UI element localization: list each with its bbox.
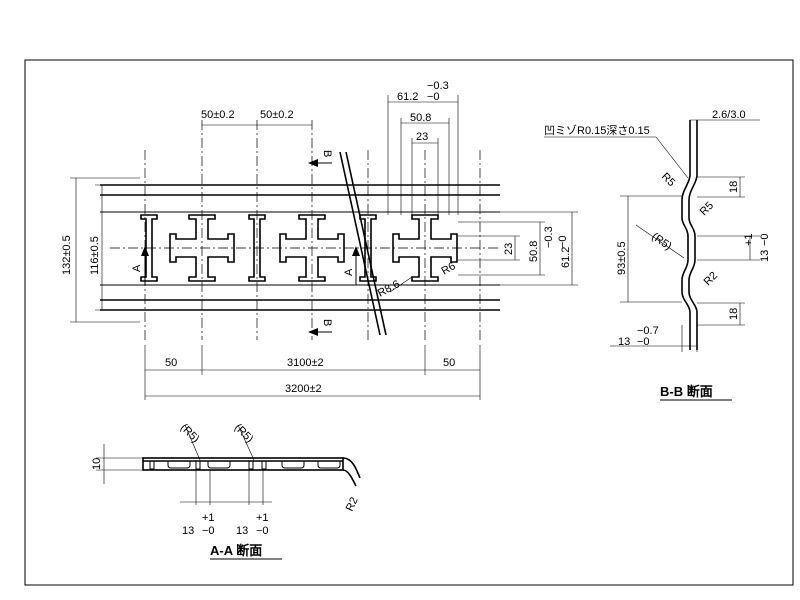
dim-612-top: 61.2 <box>397 91 418 103</box>
bb-dim-93: 93±0.5 <box>616 241 628 275</box>
aa-title: A-A 断面 <box>210 543 262 558</box>
i-slot <box>359 214 377 282</box>
dim-pitch-left: 50±0.2 <box>201 109 235 121</box>
bb-dim-13-right: 13 <box>759 250 771 262</box>
bb-r5-paren: (R5) <box>649 231 673 253</box>
section-aa: 10 (R5) (R5) R2 13 +1 −0 13 +1 −0 A-A 断面 <box>91 422 361 560</box>
section-arrow-b-top: B <box>308 150 333 167</box>
bb-title: B-B 断面 <box>660 384 713 399</box>
dim-612-tol-up: −0.3 <box>427 80 449 92</box>
bb-note: 凹ミゾR0.15深さ0.15 <box>544 124 650 137</box>
cross-slot <box>279 214 345 282</box>
dim-23-right: 23 <box>503 243 515 255</box>
dim-612-right-tol-up: −0.3 <box>543 226 555 248</box>
section-marker-b-bottom: B <box>321 319 333 326</box>
dim-height-132: 132±0.5 <box>61 235 73 275</box>
section-marker-a-right: A <box>343 268 355 276</box>
radius-r86: R8.6 <box>376 278 402 300</box>
section-arrow-a-right: A <box>343 246 360 285</box>
section-arrow-b-bottom: B <box>308 319 333 336</box>
section-marker-b-top: B <box>321 150 333 157</box>
aa-tol-a-up: +1 <box>202 512 215 524</box>
dim-612-right: 61.2 <box>560 247 572 268</box>
bb-r2: R2 <box>702 270 720 288</box>
dim-bottom-50-right: 50 <box>443 357 455 369</box>
aa-tol-a-low: −0 <box>202 525 215 537</box>
aa-r5-b: (R5) <box>232 422 256 446</box>
aa-r5-a: (R5) <box>178 422 202 446</box>
dim-23-top: 23 <box>416 131 428 143</box>
bb-dim-13-bottom: 13 <box>618 336 630 348</box>
drawing-border <box>24 59 794 586</box>
dim-height-116: 116±0.5 <box>89 236 101 275</box>
bb-tol-13-right-up: +1 <box>743 233 755 246</box>
bb-tol-13-bottom-up: −0.7 <box>637 325 659 337</box>
aa-tol-b-low: −0 <box>256 525 269 537</box>
dim-bottom-50-left: 50 <box>165 357 177 369</box>
section-bb: 2.6/3.0 凹ミゾR0.15深さ0.15 R5 R5 (R5) R2 93±… <box>544 109 771 401</box>
aa-r2: R2 <box>344 495 361 513</box>
cross-slot <box>392 214 458 282</box>
bb-dim-18-bot: 18 <box>728 308 740 320</box>
dim-508-right: 50.8 <box>528 241 540 262</box>
bb-tol-13-bottom-low: −0 <box>637 336 650 348</box>
aa-tol-b-up: +1 <box>256 512 269 524</box>
cross-slot <box>169 214 235 282</box>
dim-bottom-3200: 3200±2 <box>285 383 322 395</box>
bb-dim-18-top: 18 <box>728 181 740 193</box>
dim-pitch-right: 50±0.2 <box>260 109 294 121</box>
dim-508-top: 50.8 <box>410 112 431 124</box>
aa-dim-13-a: 13 <box>182 525 194 537</box>
dim-612-tol-low: −0 <box>427 91 440 103</box>
bb-r5-top: R5 <box>659 171 677 189</box>
aa-dim-10: 10 <box>91 458 103 470</box>
dim-612-right-tol-low: −0 <box>557 235 569 248</box>
bb-r5-mid: R5 <box>698 200 716 218</box>
i-slot <box>248 214 266 282</box>
section-arrow-a-left: A <box>131 246 149 285</box>
plan-view: A A B B 50±0.2 50±0.2 61.2 −0.3 −0 <box>61 80 578 400</box>
bb-thickness: 2.6/3.0 <box>712 109 746 121</box>
bb-tol-13-right-low: −0 <box>759 233 771 246</box>
dim-bottom-3100: 3100±2 <box>287 357 324 369</box>
i-slot <box>140 214 158 282</box>
section-marker-a-left: A <box>131 264 143 272</box>
aa-dim-13-b: 13 <box>236 525 248 537</box>
